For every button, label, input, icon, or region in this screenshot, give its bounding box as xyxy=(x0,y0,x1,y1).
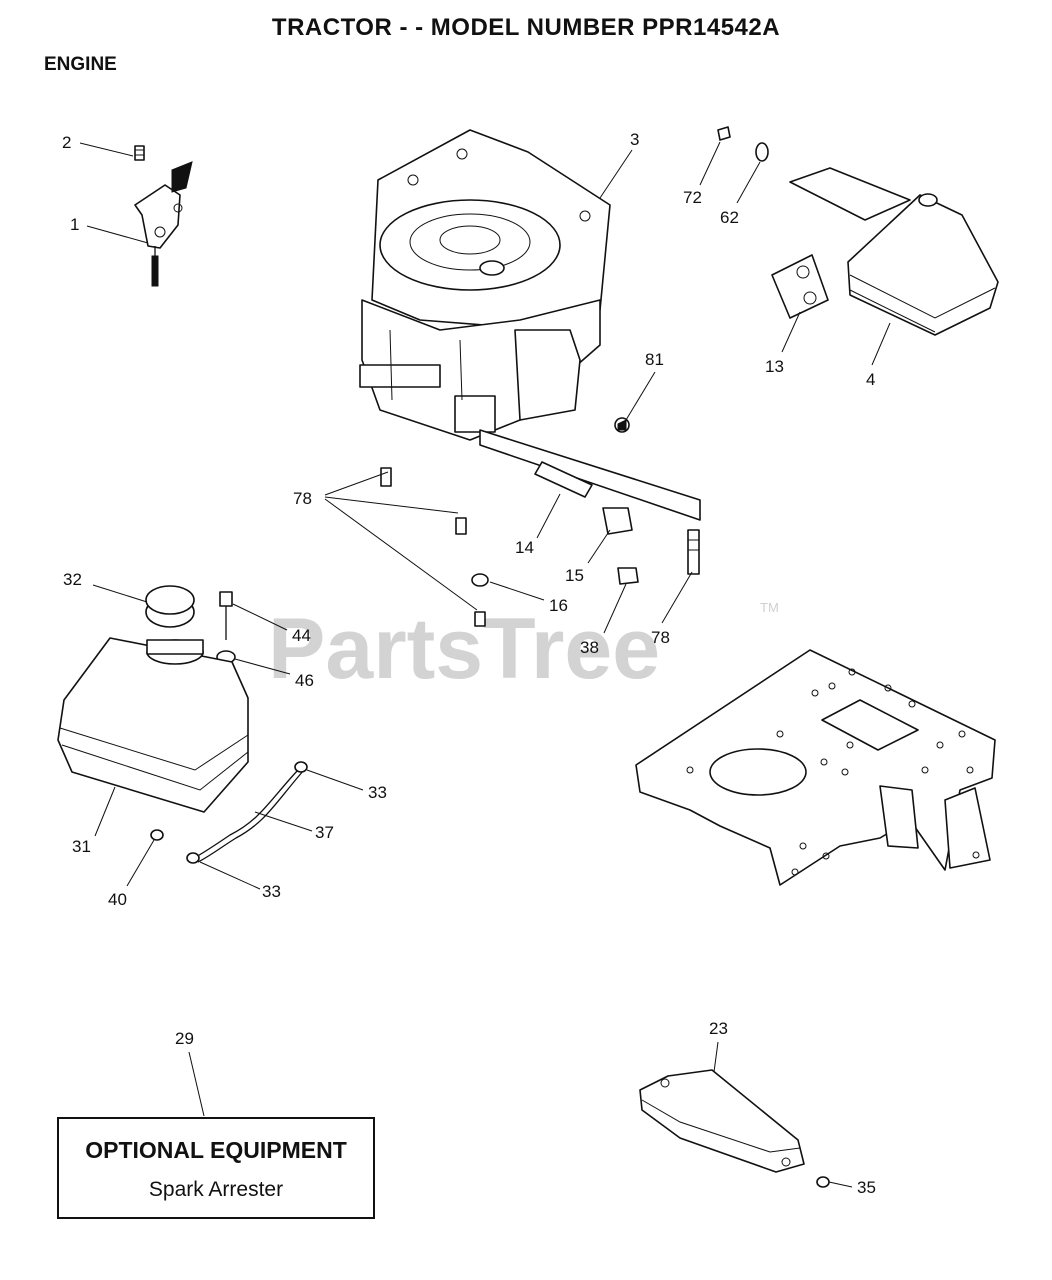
callout-32[interactable]: 32 xyxy=(63,570,82,589)
optional-equipment-title: OPTIONAL EQUIPMENT xyxy=(85,1137,347,1163)
callout-1[interactable]: 1 xyxy=(70,215,79,234)
part-72-bolt[interactable] xyxy=(717,126,731,141)
callout-46[interactable]: 46 xyxy=(295,671,314,690)
callout-78-right[interactable]: 78 xyxy=(651,628,670,647)
callout-29[interactable]: 29 xyxy=(175,1029,194,1048)
callout-78-left[interactable]: 78 xyxy=(293,489,312,508)
part-32-fuel-cap[interactable] xyxy=(145,585,195,628)
part-33-clamp-bottom[interactable] xyxy=(186,852,200,864)
part-3-engine[interactable] xyxy=(359,129,701,521)
part-78-bolt-left[interactable] xyxy=(380,467,392,487)
part-37-fuel-line[interactable] xyxy=(193,769,305,863)
section-label: ENGINE xyxy=(44,54,117,75)
leader-lines xyxy=(79,141,891,1188)
callout-13[interactable]: 13 xyxy=(765,357,784,376)
callout-3[interactable]: 3 xyxy=(630,130,639,149)
part-1-throttle-control[interactable] xyxy=(134,161,193,287)
callout-44[interactable]: 44 xyxy=(292,626,311,645)
part-35-screw[interactable] xyxy=(816,1176,830,1188)
callout-31[interactable]: 31 xyxy=(72,837,91,856)
part-33-clamp-top[interactable] xyxy=(294,761,308,773)
callout-33-bottom[interactable]: 33 xyxy=(262,882,281,901)
callout-62[interactable]: 62 xyxy=(720,208,739,227)
callout-2[interactable]: 2 xyxy=(62,133,71,152)
part-78-bolt-mid[interactable] xyxy=(455,517,467,535)
callout-40[interactable]: 40 xyxy=(108,890,127,909)
callout-37[interactable]: 37 xyxy=(315,823,334,842)
part-81-nut[interactable] xyxy=(614,417,630,433)
callout-14[interactable]: 14 xyxy=(515,538,534,557)
callout-33-top[interactable]: 33 xyxy=(368,783,387,802)
part-23-spark-arrester[interactable] xyxy=(639,1069,805,1173)
callout-15[interactable]: 15 xyxy=(565,566,584,585)
callout-35[interactable]: 35 xyxy=(857,1178,876,1197)
part-44-screw[interactable] xyxy=(219,591,233,640)
callout-23[interactable]: 23 xyxy=(709,1019,728,1038)
optional-equipment-subtitle: Spark Arrester xyxy=(148,1178,284,1201)
part-16-washer[interactable] xyxy=(471,573,489,587)
page-title: TRACTOR - - MODEL NUMBER PPR14542A xyxy=(271,14,781,41)
callout-38[interactable]: 38 xyxy=(580,638,599,657)
watermark-tm: TM xyxy=(760,600,779,615)
part-4-muffler[interactable] xyxy=(789,167,999,336)
callout-81[interactable]: 81 xyxy=(645,350,664,369)
part-13-gasket[interactable] xyxy=(771,254,829,319)
watermark-text: PartsTree xyxy=(268,601,660,697)
part-2-screw[interactable] xyxy=(134,145,145,161)
callout-72[interactable]: 72 xyxy=(683,188,702,207)
part-62-washer[interactable] xyxy=(755,142,769,162)
part-15-spacer[interactable] xyxy=(602,507,633,535)
part-40-bushing[interactable] xyxy=(150,829,164,841)
part-78-bolt-right[interactable] xyxy=(687,529,700,575)
optional-equipment-box: OPTIONAL EQUIPMENT Spark Arrester xyxy=(57,1117,375,1219)
part-38-nut[interactable] xyxy=(617,567,639,585)
part-31-fuel-tank[interactable] xyxy=(57,637,249,813)
part-14-key[interactable] xyxy=(534,461,593,498)
part-78-bolt-low[interactable] xyxy=(474,611,486,627)
callout-16[interactable]: 16 xyxy=(549,596,568,615)
callout-labels: 2 1 3 72 62 13 4 81 78 14 15 16 38 78 32… xyxy=(62,130,876,1197)
callout-4[interactable]: 4 xyxy=(866,370,875,389)
tractor-frame xyxy=(635,649,996,886)
